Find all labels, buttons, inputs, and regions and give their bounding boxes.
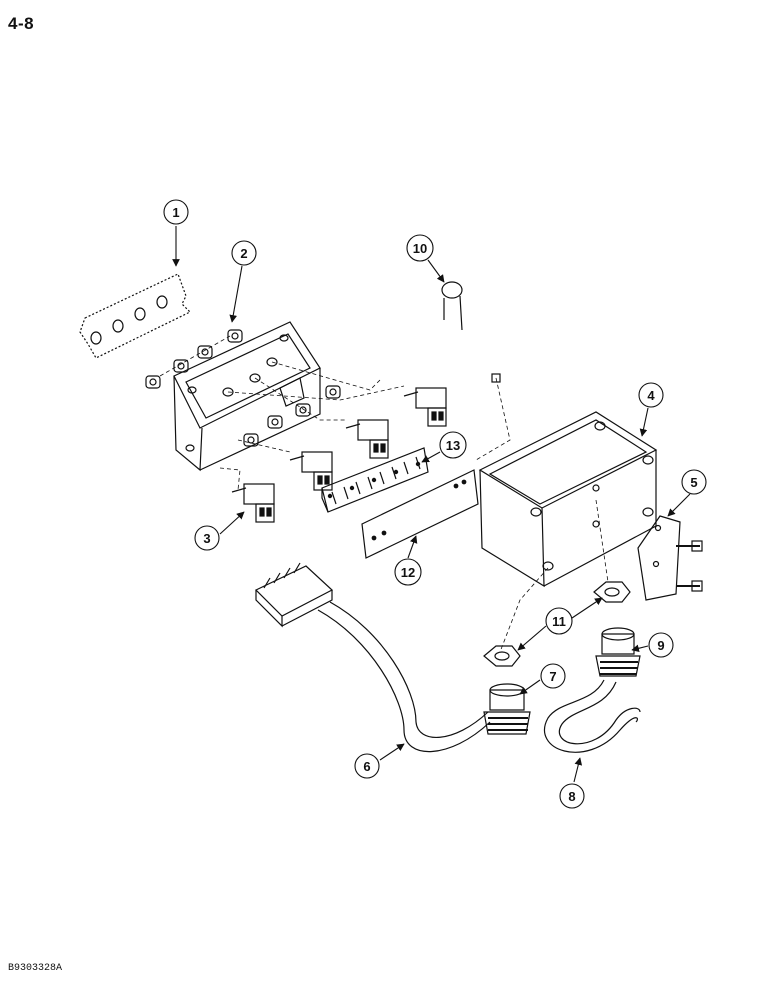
callout-12: 12 <box>394 535 422 586</box>
callout-1: 1 <box>163 199 189 267</box>
svg-text:2: 2 <box>240 246 247 261</box>
svg-text:1: 1 <box>172 205 179 220</box>
cable-harness-part <box>254 562 491 753</box>
toggle-switches <box>231 387 447 523</box>
enclosure-box-part <box>478 411 658 588</box>
callout-7: 7 <box>519 663 566 695</box>
callout-6: 6 <box>354 743 405 779</box>
svg-text:11: 11 <box>552 614 566 629</box>
small-screw <box>491 373 501 383</box>
svg-text:4: 4 <box>647 388 655 403</box>
cable-loop-part <box>543 679 641 753</box>
callout-2: 2 <box>229 240 257 323</box>
callout-10: 10 <box>406 234 445 283</box>
callouts: 1 2 3 4 5 6 7 <box>163 199 707 809</box>
callout-8: 8 <box>559 757 585 809</box>
svg-text:5: 5 <box>690 475 697 490</box>
svg-text:3: 3 <box>203 531 210 546</box>
gasket-plate-part <box>79 273 192 359</box>
lock-nuts-part <box>483 581 631 667</box>
callout-13: 13 <box>421 431 467 463</box>
figure-code: B9303328A <box>8 963 63 974</box>
callout-11: 11 <box>517 597 603 651</box>
svg-text:10: 10 <box>413 241 427 256</box>
panel-nuts <box>145 329 341 447</box>
svg-text:13: 13 <box>446 438 460 453</box>
mounting-bracket-part <box>637 515 703 601</box>
svg-text:6: 6 <box>363 759 370 774</box>
callout-9: 9 <box>631 632 674 658</box>
cord-grip-right <box>595 627 641 677</box>
svg-text:12: 12 <box>401 565 415 580</box>
plug-part <box>441 281 463 331</box>
callout-4: 4 <box>638 382 664 437</box>
switch-housing-part <box>173 321 321 472</box>
callout-5: 5 <box>667 469 707 517</box>
svg-text:8: 8 <box>568 789 575 804</box>
marker-plate-part <box>361 469 479 559</box>
svg-text:9: 9 <box>657 638 664 653</box>
page-number: 4-8 <box>8 14 35 33</box>
svg-text:7: 7 <box>549 669 556 684</box>
alignment-lines <box>159 335 609 653</box>
terminal-strip-part <box>321 447 429 513</box>
callout-3: 3 <box>194 511 245 551</box>
